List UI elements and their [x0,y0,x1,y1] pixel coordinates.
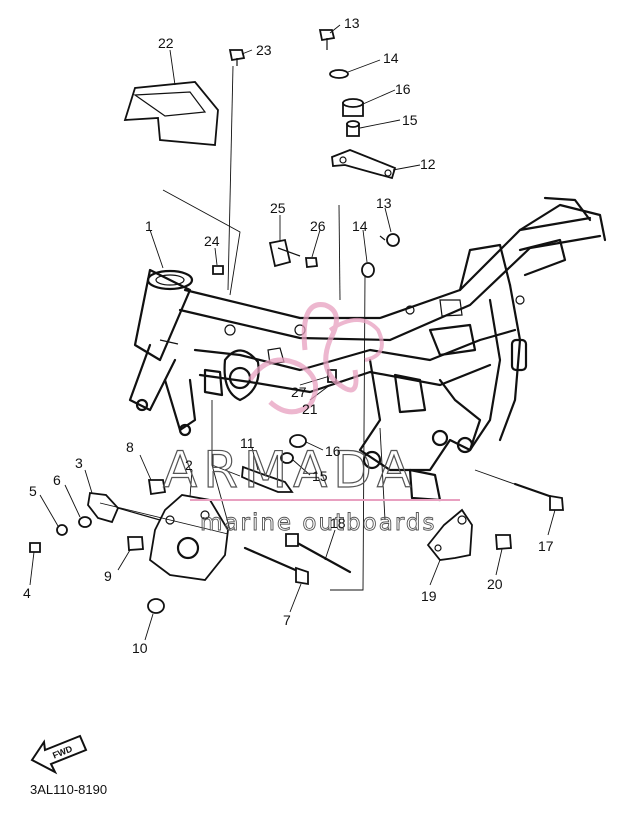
part-20-nut [495,534,512,550]
part-16b-bush [289,434,307,448]
callout-4: 4 [23,585,31,601]
part-13-bolt [318,29,336,50]
part-4-bolt [29,542,41,553]
watermark-brand: ARMADA [163,441,417,499]
diagram-code: 3AL110-8190 [30,782,107,797]
callout-26: 22 [158,35,174,51]
part-7-bolt [243,546,309,586]
callout-10: 10 [132,640,148,656]
callout-16: 16 [395,81,411,97]
part-24-clamp [268,238,301,268]
callout-20: 20 [487,576,503,592]
callout-5: 5 [29,483,37,499]
part-16-bush [342,98,364,117]
callout-13-lower: 13 [376,195,392,211]
part-3-bracket [87,491,161,524]
fwd-arrow-icon [30,734,88,775]
part-18-bolt [285,533,352,574]
part-14b-washer [361,262,375,278]
part-6-washer [78,516,92,528]
callout-6: 6 [53,472,61,488]
callout-8: 8 [126,439,134,455]
leader-lines [29,24,556,641]
callout-15: 15 [402,112,418,128]
part-10-nut [147,598,165,614]
part-2-mount [149,494,229,581]
callout-15-lower: 15 [312,468,328,484]
fwd-arrow: FWD [30,734,88,775]
part-26-cover [123,81,219,146]
part-25-screw [304,257,319,268]
callout-7: 7 [283,612,291,628]
armada-logo [247,302,384,415]
logo-swirl-3 [328,318,384,362]
callout-1: 1 [145,218,153,234]
part-17-bolt [513,482,564,511]
callout-17: 17 [538,538,554,554]
part-19-bracket [426,508,473,561]
callout-24: 25 [270,200,286,216]
armada-watermark: ARMADA marine outboards [162,302,460,536]
part-11-bracket [241,465,294,493]
callout-21: 21 [302,401,318,417]
part-23-screw [212,265,224,275]
callout-23: 24 [204,233,220,249]
callout-22: 27 [291,384,307,400]
callout-25: 26 [310,218,326,234]
callout-19: 19 [421,588,437,604]
part-15-collar [346,120,360,137]
callout-9: 9 [104,568,112,584]
part-8-nut [147,479,167,496]
callout-12: 12 [420,156,436,172]
callout-numbers: 22 23 13 14 16 15 12 13 14 25 26 24 1 27… [23,15,554,656]
logo-swirl-1 [301,302,359,393]
part-5-washer [56,524,68,536]
callout-14-lower: 14 [352,218,368,234]
part-15b-collar [280,452,294,464]
watermark-tagline: marine outboards [200,510,436,536]
callout-11: 11 [240,435,255,451]
part-14-washer [329,69,349,79]
callout-27: 23 [256,42,272,58]
part-27-bolt [228,49,246,66]
callout-2: 2 [185,457,193,473]
part-9-nut [127,536,144,551]
callout-13: 13 [344,15,360,31]
logo-swirl-2 [247,357,319,415]
callout-14: 14 [383,50,399,66]
callout-16-lower: 16 [325,443,341,459]
part-13b-bolt [379,233,400,247]
callout-3: 3 [75,455,83,471]
callout-18: 18 [330,515,346,531]
part-12-bracket [331,149,397,180]
